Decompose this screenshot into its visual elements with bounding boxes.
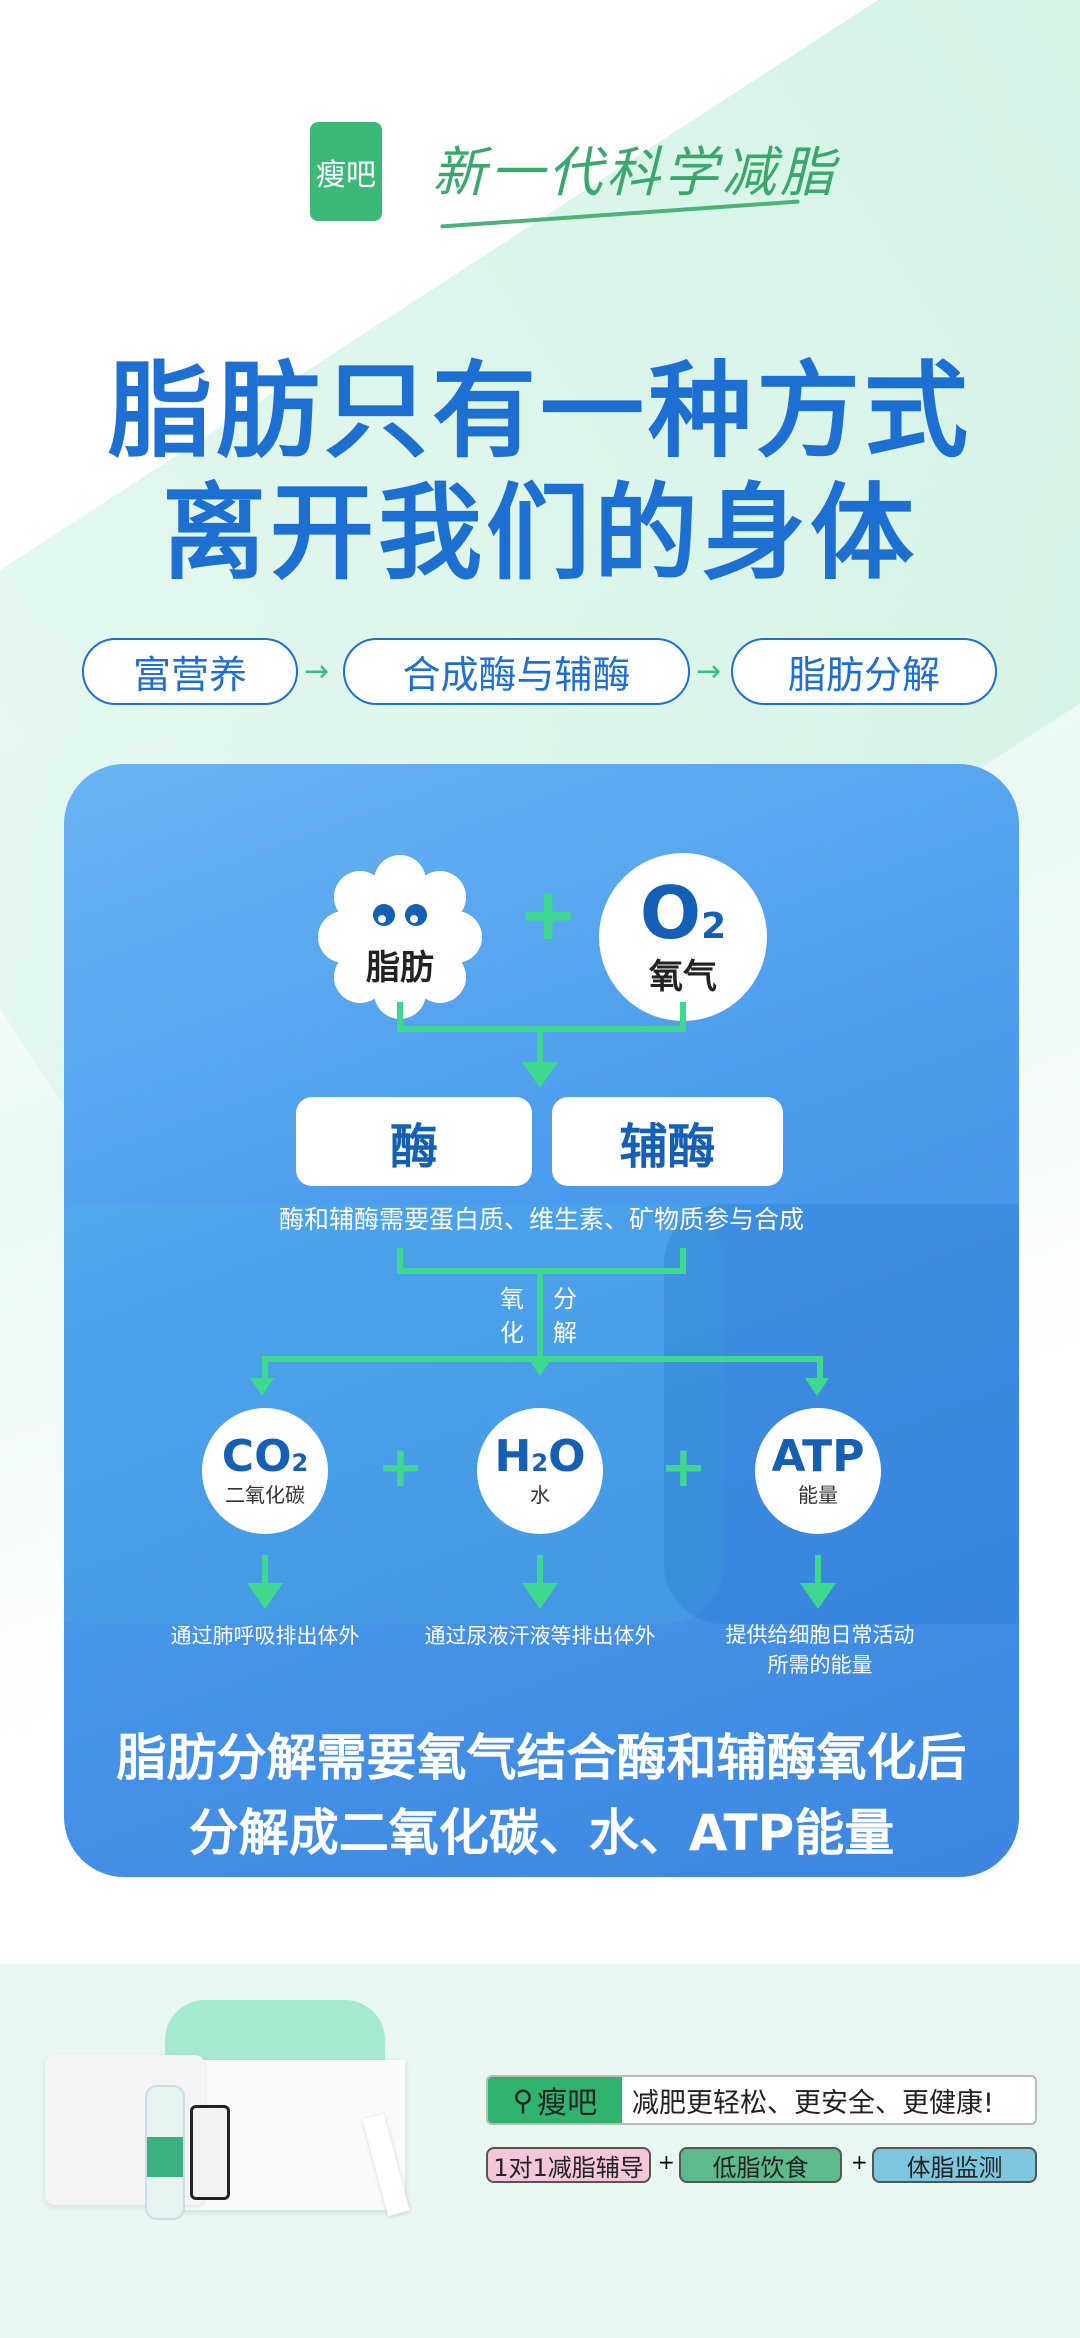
eyes-icon <box>373 904 427 926</box>
enzyme-box: 酶 <box>296 1097 532 1186</box>
atp-note: 提供给细胞日常活动所需的能量 <box>725 1623 915 1677</box>
product-image <box>45 2000 435 2225</box>
arrow-down-icon <box>522 1062 558 1088</box>
arrow-down-icon <box>522 1583 558 1609</box>
summary-line1: 脂肪分解需要氧气结合酶和辅酶氧化后 <box>116 1729 967 1787</box>
arrow-right-icon: → <box>696 654 722 689</box>
decomposition-label-2: 解 <box>553 1319 577 1347</box>
brand-logo: 瘦吧 <box>310 122 382 221</box>
phone-icon <box>190 2105 230 2200</box>
tag-coaching: 1对1减脂辅导 <box>486 2147 651 2183</box>
arrow-right-icon: → <box>304 654 330 689</box>
headline-line2: 离开我们的身体 <box>161 472 918 594</box>
step-pill-nutrition: 富营养 <box>82 638 298 705</box>
plus-icon: + <box>518 872 579 956</box>
co2-note: 通过肺呼吸排出体外 <box>170 1624 360 1648</box>
arrow-down-icon <box>250 1378 274 1396</box>
tagline-box: ⚲瘦吧 减肥更轻松、更安全、更健康! <box>486 2075 1037 2125</box>
h2o-circle: H2O 水 <box>477 1408 603 1534</box>
summary-line2: 分解成二氧化碳、水、ATP能量 <box>188 1804 895 1862</box>
tag-body-fat-monitoring: 体脂监测 <box>872 2147 1037 2183</box>
step-pill-fat-breakdown: 脂肪分解 <box>731 638 997 705</box>
decomposition-label-1: 分 <box>553 1285 577 1313</box>
enzyme-caption: 酶和辅酶需要蛋白质、维生素、矿物质参与合成 <box>278 1205 804 1234</box>
slogan: 新一代科学减脂 <box>432 141 838 204</box>
search-brand: ⚲瘦吧 <box>488 2077 622 2123</box>
plus-icon: + <box>660 1435 707 1500</box>
bottle-icon <box>145 2085 185 2220</box>
co2-circle: CO2 二氧化碳 <box>202 1408 328 1534</box>
tagline: 减肥更轻松、更安全、更健康! <box>632 2087 994 2119</box>
headline-line1: 脂肪只有一种方式 <box>107 350 972 472</box>
search-icon: ⚲ <box>512 2083 534 2117</box>
arrow-down-icon <box>528 1358 552 1376</box>
atp-circle: ATP 能量 <box>755 1408 881 1534</box>
oxygen-circle: O2 氧气 <box>599 853 767 1021</box>
step-pill-enzyme: 合成酶与辅酶 <box>343 638 690 705</box>
fat-cloud: 脂肪 <box>318 855 482 1019</box>
plus-icon: + <box>377 1435 424 1500</box>
fat-label: 脂肪 <box>366 948 434 988</box>
arrow-down-icon <box>247 1583 283 1609</box>
cloud-icon <box>318 855 482 1019</box>
tag-low-fat-diet: 低脂饮食 <box>679 2147 842 2183</box>
h2o-note: 通过尿液汗液等排出体外 <box>424 1624 656 1648</box>
arrow-down-icon <box>805 1378 829 1396</box>
oxidation-label-2: 化 <box>500 1319 524 1347</box>
oxidation-label-1: 氧 <box>500 1285 524 1313</box>
coenzyme-box: 辅酶 <box>552 1097 783 1186</box>
arrow-down-icon <box>800 1583 836 1609</box>
oxygen-label: 氧气 <box>649 956 717 997</box>
